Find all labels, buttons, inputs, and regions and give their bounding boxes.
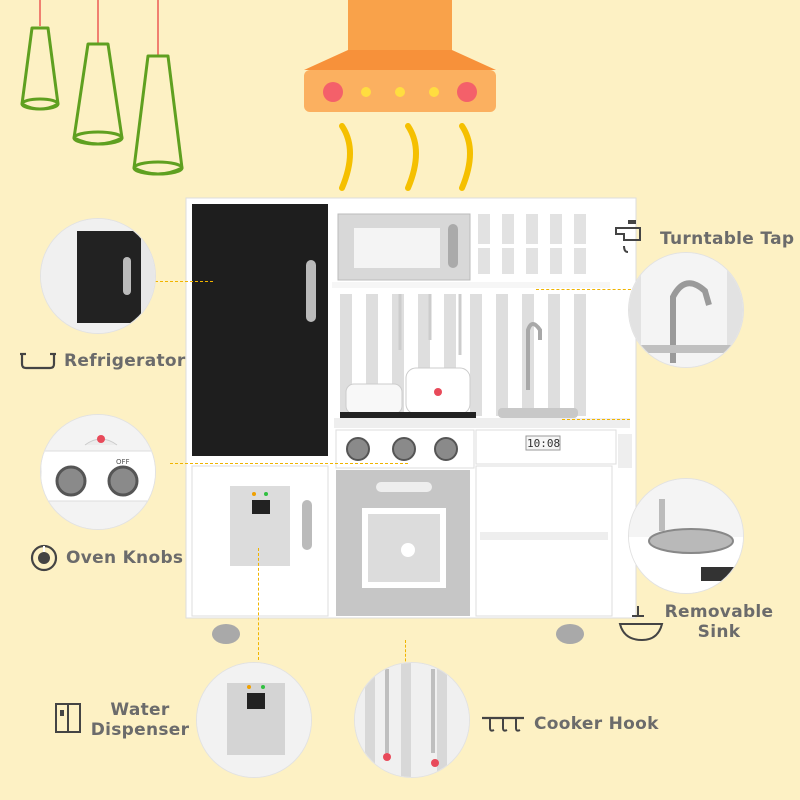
- oven-knobs-label: Oven Knobs: [66, 548, 184, 568]
- play-kitchen: [185, 197, 637, 644]
- refrigerator-detail-photo: [40, 218, 156, 334]
- oven-knobs-connector: [170, 463, 408, 464]
- water-dispenser-connector: [258, 548, 259, 660]
- basin-icon: [618, 606, 664, 642]
- knob-off-label: OFF: [116, 458, 130, 466]
- turntable-tap-connector: [536, 289, 636, 290]
- dispenser-icon: [55, 703, 81, 733]
- removable-sink-label-line2: Sink: [697, 622, 741, 642]
- removable-sink-connector: [562, 419, 630, 420]
- refrigerator-connector: [155, 281, 213, 282]
- turntable-tap-detail-photo: [628, 252, 744, 368]
- removable-sink-label-line1: Removable: [664, 602, 774, 622]
- cooker-hook-detail-photo: [354, 662, 470, 778]
- tray-icon: [20, 352, 56, 370]
- cooker-hook-connector: [405, 640, 406, 666]
- faucet-icon: [615, 220, 641, 253]
- cooker-hook-label: Cooker Hook: [534, 714, 659, 734]
- refrigerator-label: Refrigerator: [64, 351, 186, 371]
- clock-display: 10:08: [527, 437, 561, 450]
- removable-sink-detail-photo: [628, 478, 744, 594]
- water-dispenser-detail-photo: [196, 662, 312, 778]
- turntable-tap-label: Turntable Tap: [660, 229, 795, 249]
- water-dispenser-label: Water Dispenser: [90, 700, 190, 740]
- hook-rail-icon: [482, 716, 524, 732]
- oven-knobs-detail-photo: [40, 414, 156, 530]
- range-hood: [304, 0, 496, 191]
- water-dispenser-label-line1: Water: [110, 700, 170, 720]
- hanging-lamps: [20, 0, 184, 176]
- removable-sink-label: Removable Sink: [664, 602, 774, 642]
- knob-icon: [30, 544, 58, 572]
- water-dispenser-label-line2: Dispenser: [90, 720, 190, 740]
